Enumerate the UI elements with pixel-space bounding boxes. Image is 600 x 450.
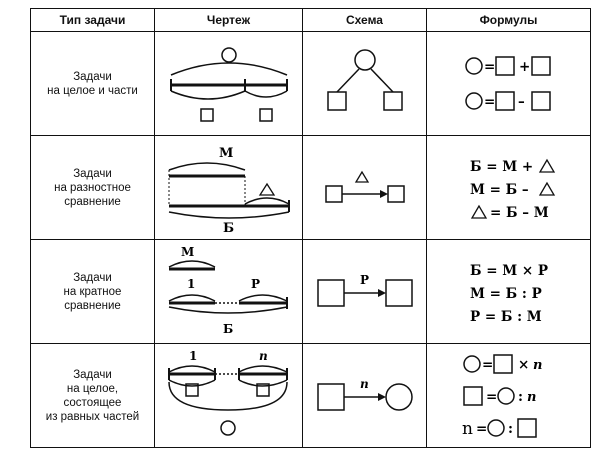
table-row: Задачи на разностное сравнение М Б [30, 135, 591, 240]
formula-line: М = Б – [470, 182, 529, 198]
whole-parts-drawing [169, 46, 288, 122]
multiple-formulas: Б = М × Р М = Б : Р Р = Б : М [470, 263, 548, 325]
variable-n: n [533, 358, 542, 373]
label-p: Р [251, 277, 260, 291]
equal-parts-drawing: 1 n [167, 349, 288, 436]
formula-line: Б = М × Р [470, 263, 548, 279]
header-drawing: Чертеж [154, 8, 303, 32]
type-cell: Задачи на кратное сравнение [30, 239, 155, 344]
equals-sign: = [484, 94, 495, 110]
formula-line: М = Б : Р [470, 286, 542, 302]
formula-cell: Б = М + М = Б – = Б – М [426, 135, 591, 240]
drawing-cell [154, 31, 303, 136]
formula-line: Б = М + [470, 159, 533, 175]
label-m: М [219, 146, 233, 161]
type-cell: Задачи на разностное сравнение [30, 135, 155, 240]
equal-parts-formulas: = × n = : n n = : [462, 353, 542, 439]
whole-parts-formulas: = + = – [464, 55, 551, 111]
formula-line: = Б – М [490, 205, 549, 221]
label-n: n [259, 349, 268, 363]
equals-sign: = [476, 421, 487, 437]
table-row: Задачи на целое, состоящее из равных час… [30, 343, 591, 448]
formula-line: Р = Б : М [470, 309, 542, 325]
times-sign: × [518, 357, 529, 373]
label-one: 1 [189, 349, 197, 363]
label-b: Б [223, 322, 233, 336]
minus-sign: – [518, 94, 525, 110]
header-row: Тип задачи Чертеж Схема Формулы [30, 8, 591, 32]
equal-parts-scheme: n [316, 377, 413, 411]
difference-drawing: М Б [168, 146, 290, 235]
label-p: Р [360, 273, 369, 287]
scheme-cell: n [302, 343, 427, 448]
label-n: n [360, 377, 369, 391]
difference-formulas: Б = М + М = Б – = Б – М [470, 158, 555, 221]
formula-cell: Б = М × Р М = Б : Р Р = Б : М [426, 239, 591, 344]
scheme-cell [302, 135, 427, 240]
drawing-cell: М Б [154, 135, 303, 240]
header-type: Тип задачи [30, 8, 155, 32]
task-types-table: Тип задачи Чертеж Схема Формулы Задачи н… [30, 8, 591, 448]
type-label: Задачи на целое и части [47, 70, 138, 97]
equals-sign: = [484, 59, 495, 75]
type-label: Задачи на разностное сравнение [54, 167, 131, 208]
equals-sign: = [486, 389, 497, 405]
multiple-drawing: М 1 Р Б [168, 245, 288, 336]
divide-sign: : [508, 421, 513, 437]
type-cell: Задачи на целое и части [30, 31, 155, 136]
scheme-cell: Р [302, 239, 427, 344]
label-b: Б [223, 221, 234, 235]
drawing-cell: М 1 Р Б [154, 239, 303, 344]
plus-sign: + [519, 59, 530, 75]
variable-n: n [527, 390, 536, 405]
header-formulas: Формулы [426, 8, 591, 32]
equals-sign: = [482, 357, 493, 373]
table: Тип задачи Чертеж Схема Формулы Задачи н… [30, 8, 591, 448]
header-scheme: Схема [302, 8, 427, 32]
whole-parts-scheme [326, 48, 403, 111]
scheme-cell [302, 31, 427, 136]
type-cell: Задачи на целое, состоящее из равных час… [30, 343, 155, 448]
formula-cell: = × n = : n n = : [426, 343, 591, 448]
type-label: Задачи на целое, состоящее из равных час… [45, 368, 140, 423]
table-row: Задачи на кратное сравнение М 1 Р Б [30, 239, 591, 344]
variable-n: n [462, 419, 473, 439]
table-row: Задачи на целое и части [30, 31, 591, 136]
label-m: М [181, 245, 194, 259]
drawing-cell: 1 n [154, 343, 303, 448]
divide-sign: : [518, 389, 523, 405]
difference-scheme [324, 170, 405, 203]
type-label: Задачи на кратное сравнение [63, 271, 122, 312]
multiple-scheme: Р [316, 273, 413, 307]
label-one: 1 [187, 277, 195, 291]
formula-cell: = + = – [426, 31, 591, 136]
